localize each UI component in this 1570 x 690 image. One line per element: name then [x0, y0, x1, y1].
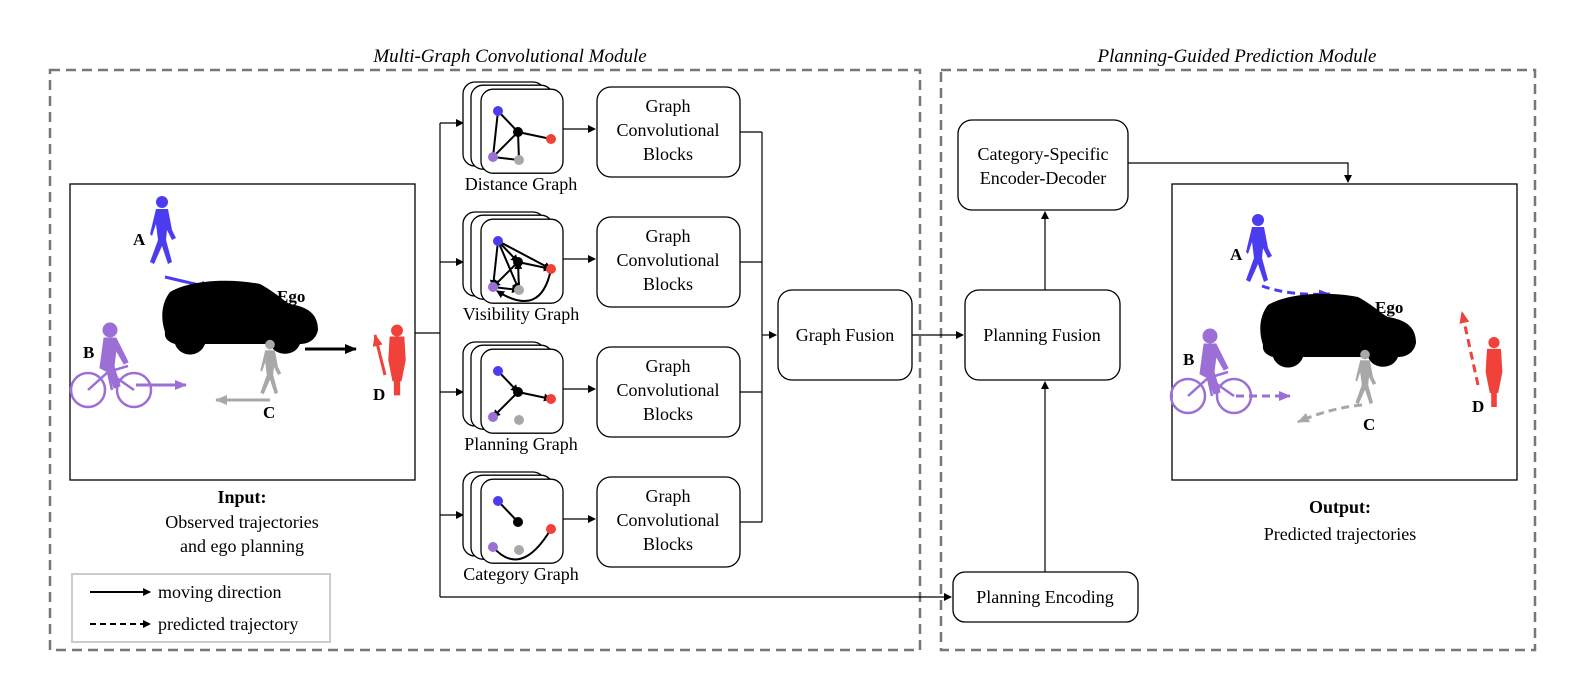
graph-node [513, 517, 523, 527]
visibility-graph-icon [462, 211, 564, 304]
agent-a-label: A [133, 230, 146, 249]
legend: moving direction predicted trajectory [71, 573, 331, 643]
cyclist-d-icon [1485, 337, 1503, 407]
graph-node [514, 155, 524, 165]
input-heading: Input: [217, 487, 266, 507]
gcb-label-line: Graph [646, 226, 691, 246]
graph-node [514, 545, 524, 555]
planning-guided-module-title: Planning-Guided Prediction Module [1097, 46, 1377, 67]
graph-node [488, 542, 498, 552]
graph-node [546, 394, 556, 404]
output-heading: Output: [1309, 497, 1371, 517]
planning-encoding-label: Planning Encoding [976, 587, 1114, 607]
legend-predicted-trajectory: predicted trajectory [158, 614, 298, 634]
distance-graph-icon [462, 81, 564, 174]
encoder-decoder-block: Category-Specific Encoder-Decoder [957, 119, 1129, 211]
planning-guided-module-frame [939, 68, 1537, 652]
gcb-label-line: Graph [646, 356, 691, 376]
encoder-decoder-label-line1: Category-Specific [978, 144, 1109, 164]
graph-node [493, 366, 503, 376]
graph-node [493, 106, 503, 116]
distance-graph-label: Distance Graph [465, 174, 577, 194]
output-description: Predicted trajectories [1264, 524, 1416, 544]
graph-node [493, 236, 503, 246]
output-agent-d-label: D [1472, 397, 1484, 416]
gcb-label-line: Blocks [643, 144, 693, 164]
gcb-label-line: Graph [646, 486, 691, 506]
output-ego-label: Ego [1375, 298, 1403, 317]
graph-node [488, 282, 498, 292]
graph-fusion-block: Graph Fusion [777, 289, 913, 381]
gcb-label-line: Convolutional [617, 120, 720, 140]
graph-node [513, 127, 523, 137]
planning-graph-icon [462, 341, 564, 434]
graph-node [488, 412, 498, 422]
output-agent-b-label: B [1183, 350, 1194, 369]
planning-fusion-label: Planning Fusion [983, 325, 1101, 345]
graph-node [493, 496, 503, 506]
input-description-line2: and ego planning [180, 536, 304, 556]
graph-node [546, 524, 556, 534]
graph-node [514, 415, 524, 425]
gcb-label-line: Graph [646, 96, 691, 116]
multi-graph-module-frame [48, 68, 922, 652]
planning-graph-label: Planning Graph [464, 434, 577, 454]
encoder-decoder-label-line2: Encoder-Decoder [980, 168, 1107, 188]
legend-moving-direction: moving direction [158, 582, 281, 602]
graph-node [546, 264, 556, 274]
graph-node [513, 387, 523, 397]
output-agent-a-label: A [1230, 245, 1243, 264]
multi-graph-module-title: Multi-Graph Convolutional Module [372, 46, 646, 67]
input-description-line1: Observed trajectories [165, 512, 318, 532]
input-scene: A Ego B C D [69, 183, 416, 481]
agent-d-label: D [373, 385, 385, 404]
graph-fusion-label: Graph Fusion [796, 325, 895, 345]
graph-node [513, 257, 523, 267]
planning-encoding-block: Planning Encoding [952, 571, 1139, 623]
gcb-label-line: Convolutional [617, 250, 720, 270]
visibility-graph-label: Visibility Graph [463, 304, 579, 324]
gcb-label-line: Blocks [643, 274, 693, 294]
category-graph-icon [462, 471, 564, 564]
output-agent-c-label: C [1363, 415, 1375, 434]
gcb-label-line: Blocks [643, 404, 693, 424]
category-graph-label: Category Graph [463, 564, 578, 584]
output-scene: A Ego B C D [1169, 183, 1518, 481]
gcb-label-line: Convolutional [617, 380, 720, 400]
agent-c-label: C [263, 403, 275, 422]
gcb-label-line: Blocks [643, 534, 693, 554]
agent-b-label: B [83, 343, 94, 362]
planning-fusion-block: Planning Fusion [964, 289, 1121, 381]
graph-node [546, 134, 556, 144]
gcb-label-line: Convolutional [617, 510, 720, 530]
graph-node [514, 285, 524, 295]
graph-node [488, 152, 498, 162]
cyclist-d-icon [388, 324, 406, 396]
ego-label: Ego [277, 287, 305, 306]
